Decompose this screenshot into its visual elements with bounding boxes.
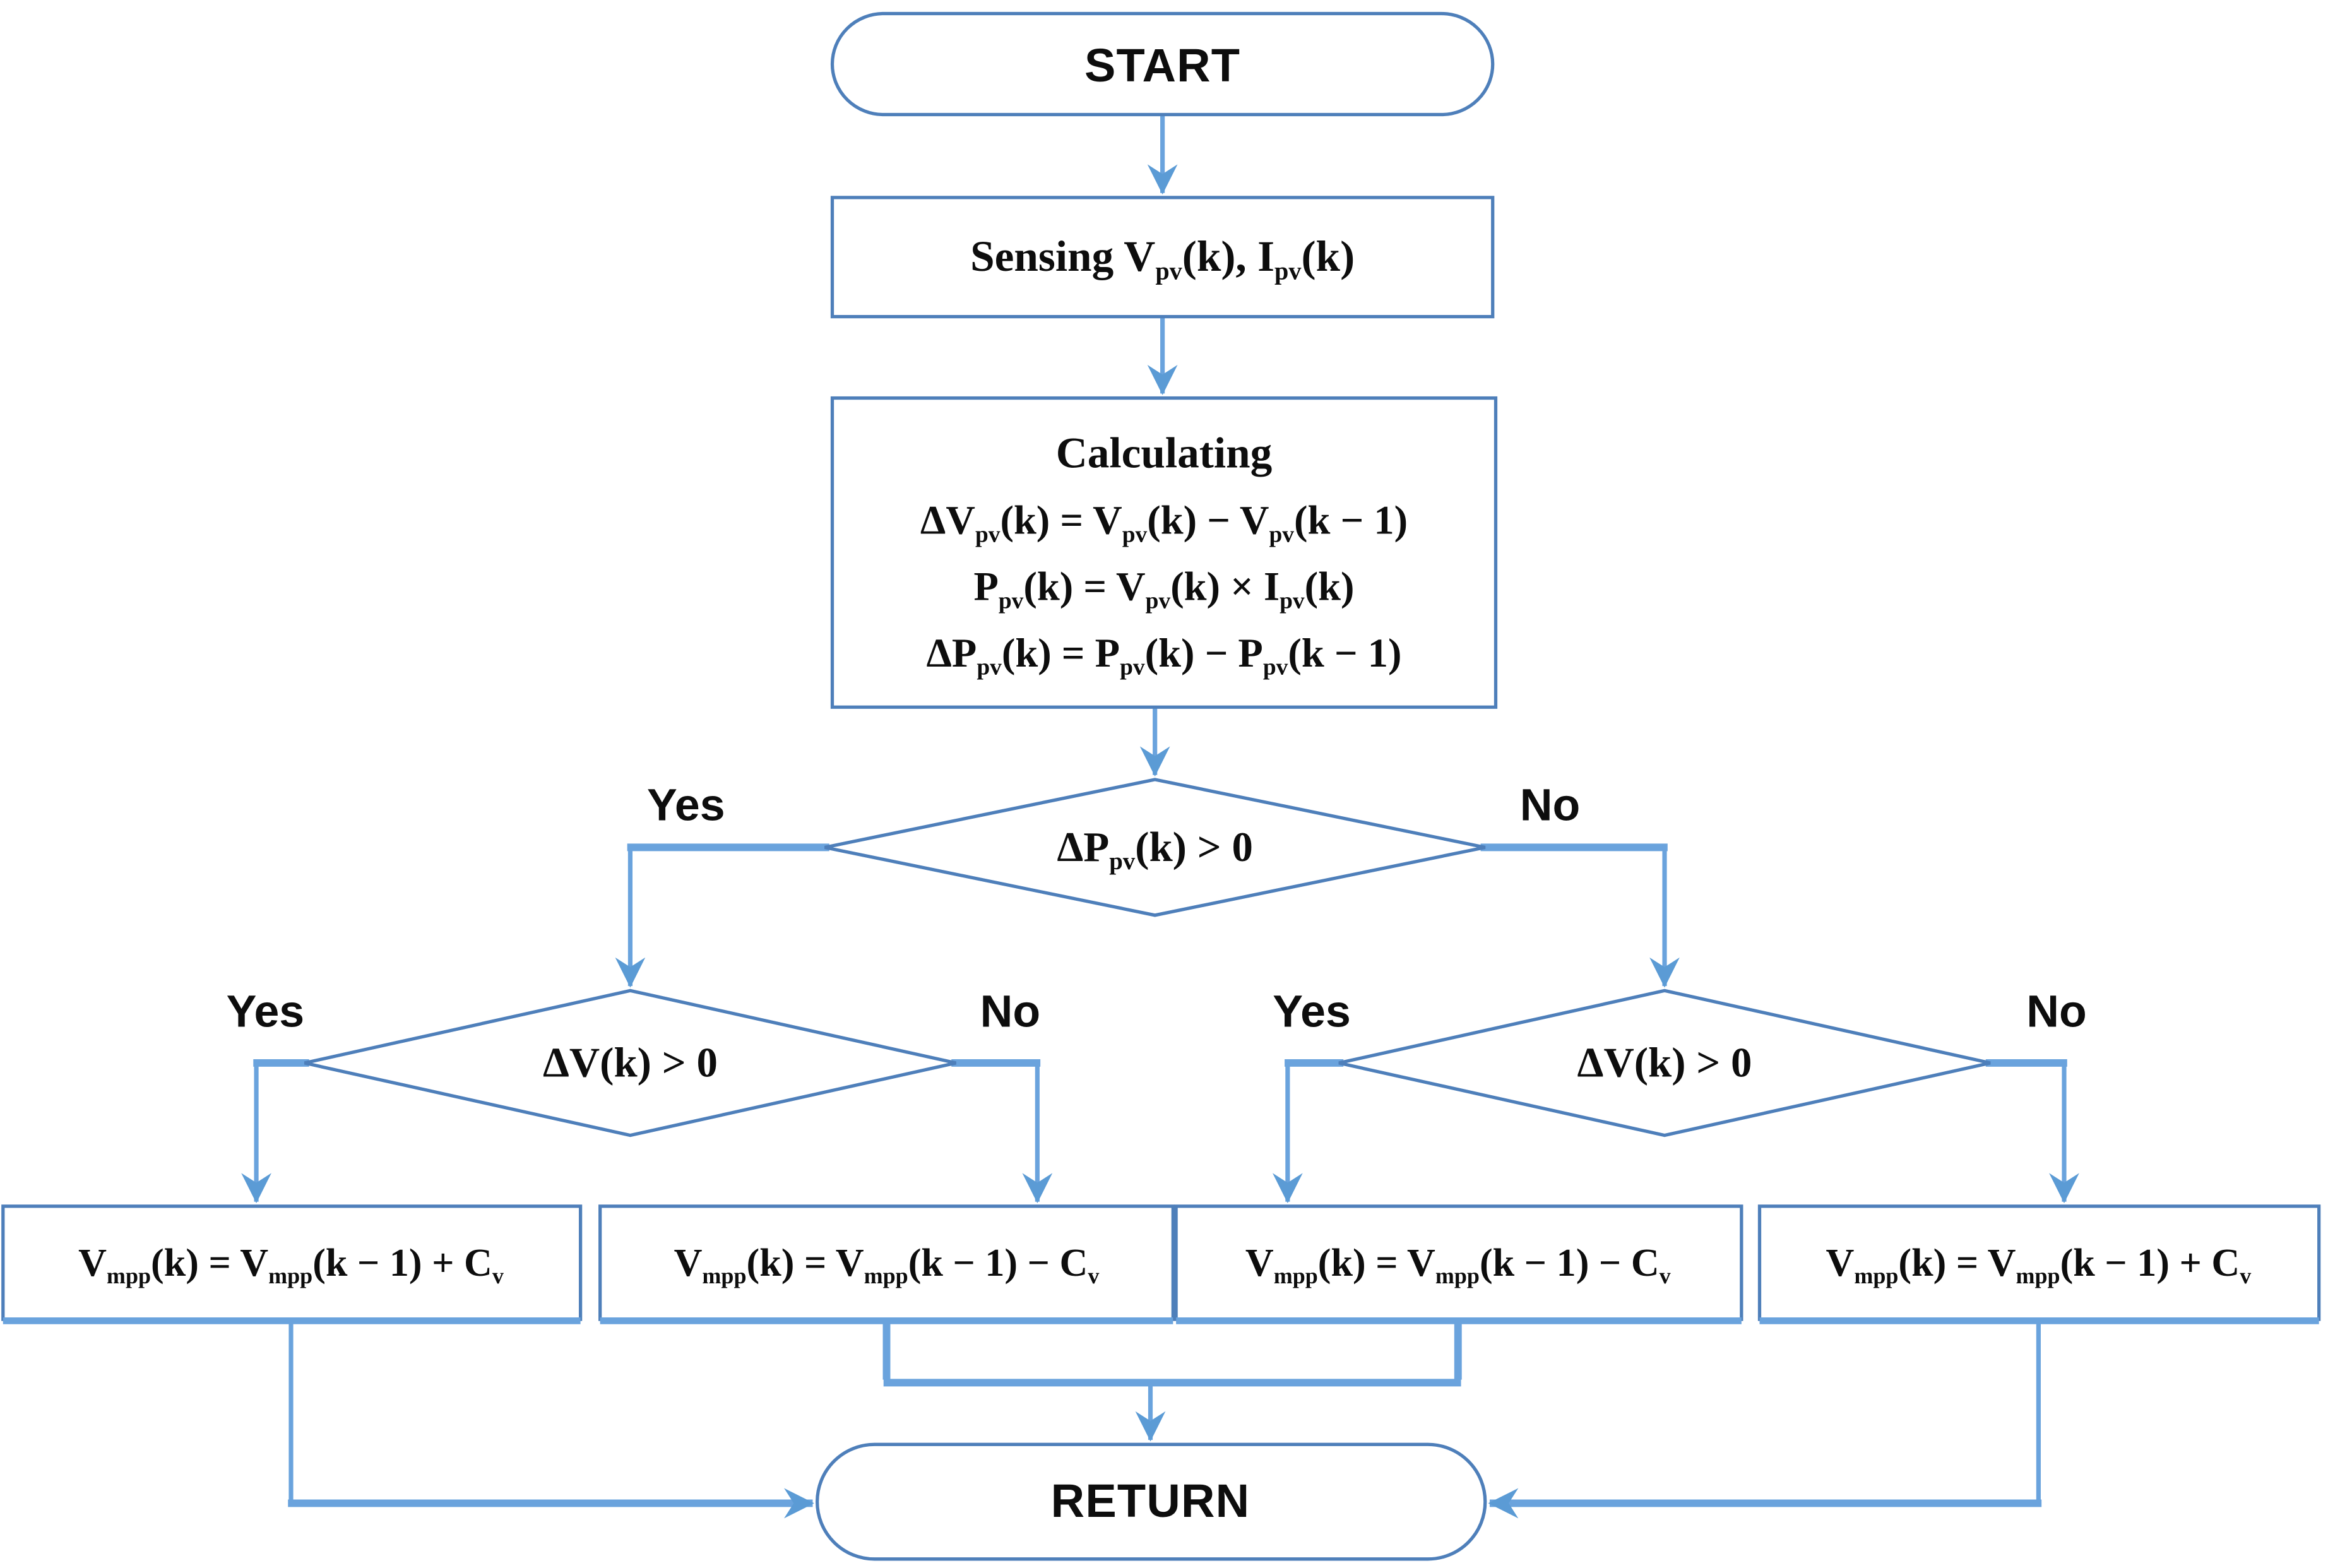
action-decrease-right-label: Vmpp(k) = Vmpp(k − 1) − Cv xyxy=(1245,1240,1671,1290)
calculating-formula-delta-v: ΔVpv(k) = Vpv(k) − Vpv(k − 1) xyxy=(920,497,1408,547)
power-decision-label: ΔPpv(k) > 0 xyxy=(1057,824,1253,876)
action-decrease-left-shape xyxy=(598,1204,1175,1321)
edge-label-no-right: No xyxy=(2026,987,2087,1038)
voltage-decision-left-shape xyxy=(304,989,956,1137)
voltage-decision-left-label: ΔV(k) > 0 xyxy=(542,1040,718,1088)
edge-label-no-power: No xyxy=(1519,781,1581,831)
edge-label-yes-power: Yes xyxy=(647,781,725,831)
calculating-process-shape xyxy=(830,396,1498,709)
voltage-decision-right-shape xyxy=(1338,989,1991,1137)
edge-label-yes-right: Yes xyxy=(1273,987,1351,1038)
voltage-decision-right-label: ΔV(k) > 0 xyxy=(1577,1040,1752,1088)
sensing-process-shape xyxy=(830,196,1495,319)
calculating-title: Calculating xyxy=(1055,429,1273,477)
sensing-process-label: Sensing Vpv(k), Ipv(k) xyxy=(970,233,1355,285)
action-decrease-right-shape xyxy=(1174,1204,1743,1321)
action-increase-right-shape xyxy=(1757,1204,2321,1321)
start-terminator-label: START xyxy=(1084,39,1241,92)
calculating-process-label: Calculating ΔVpv(k) = Vpv(k) − Vpv(k − 1… xyxy=(833,398,1496,708)
action-increase-right-label: Vmpp(k) = Vmpp(k − 1) + Cv xyxy=(1826,1240,2252,1290)
power-decision-shape xyxy=(824,778,1486,917)
return-terminator-label: RETURN xyxy=(1050,1475,1250,1528)
calculating-formula-delta-p: ΔPpv(k) = Ppv(k) − Ppv(k − 1) xyxy=(926,629,1402,680)
return-terminator-shape xyxy=(815,1442,1487,1561)
action-decrease-left-label: Vmpp(k) = Vmpp(k − 1) − Cv xyxy=(674,1240,1100,1290)
start-terminator-shape xyxy=(830,11,1495,117)
edge-label-no-left: No xyxy=(980,987,1041,1038)
edge-label-yes-left: Yes xyxy=(226,987,305,1038)
calculating-formula-power: Ppv(k) = Vpv(k) × Ipv(k) xyxy=(973,563,1355,614)
action-increase-left-label: Vmpp(k) = Vmpp(k − 1) + Cv xyxy=(78,1240,504,1290)
